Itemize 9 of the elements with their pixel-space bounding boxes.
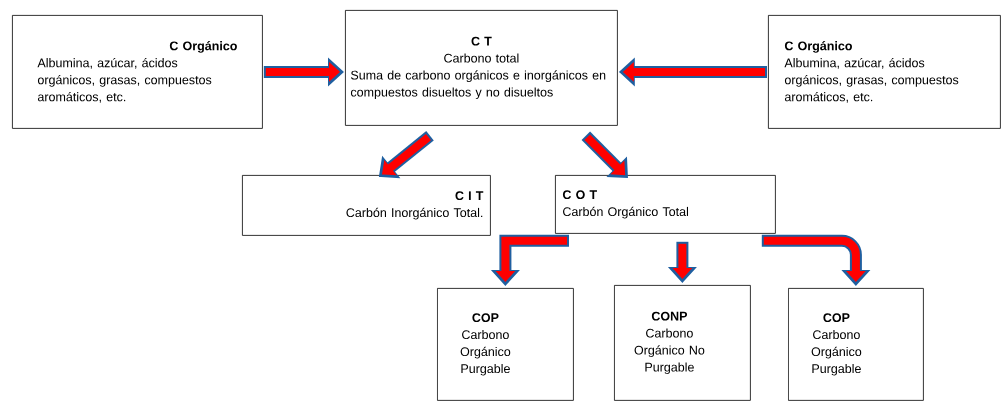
text-box: C Orgánico Albumina, azúcar, ácidos orgánicos, grasas, compuestos aromáticos, etc. bbox=[12, 15, 263, 129]
text-box: COP Carbono Orgánico Purgable bbox=[437, 288, 574, 401]
text-box: C I T Carbón Inorgánico Total. bbox=[242, 175, 491, 236]
text-box: C Orgánico Albumina, azúcar, ácidos orgánicos, grasas, compuestos aromáticos, etc. bbox=[768, 15, 1001, 129]
text-box: C T Carbono total Suma de carbono orgánicos e inorgánicos en compuestos disueltos y no disueltos bbox=[345, 10, 618, 126]
text-box: COP Carbono Orgánico Purgable bbox=[788, 288, 924, 401]
text-box: CONP Carbono Orgánico No Purgable bbox=[614, 285, 751, 401]
block-arrow bbox=[581, 131, 628, 178]
text-box: C O T Carbón Orgánico Total bbox=[555, 175, 776, 234]
